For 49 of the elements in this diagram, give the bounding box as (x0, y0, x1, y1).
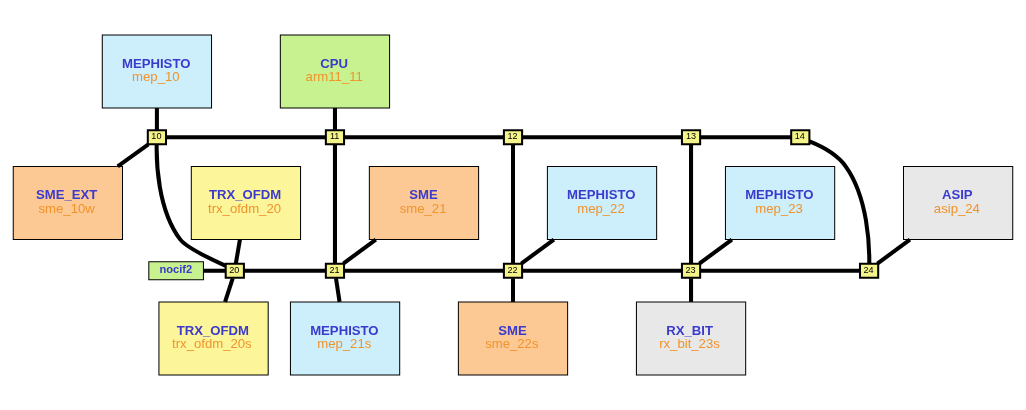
connector (166, 135, 326, 140)
connector (522, 135, 682, 140)
connector (510, 278, 516, 302)
connector (332, 144, 337, 264)
node-box: 11 (324, 129, 346, 146)
connector (510, 144, 516, 264)
connector (332, 108, 337, 130)
node-box: MEPHISTO mep_23 (724, 166, 836, 240)
connector (223, 277, 235, 303)
node-box: 14 (790, 129, 811, 146)
node-box: SME sme_22s (457, 301, 569, 376)
connector (154, 144, 227, 268)
node-box: MEPHISTO mep_10 (101, 34, 213, 109)
node-box: 10 (146, 129, 167, 146)
connector (342, 237, 377, 266)
node-box: MEPHISTO mep_21s (289, 301, 401, 376)
connector (522, 268, 682, 273)
connector (154, 108, 159, 130)
node-box: ASIP asip_24 (903, 166, 1014, 240)
node-box: SME_EXT sme_10w (12, 166, 123, 240)
connector (233, 239, 242, 264)
connector (344, 135, 504, 140)
connector (520, 237, 556, 266)
connector (333, 278, 342, 303)
connector (203, 268, 226, 273)
node-box: nocif2 (148, 261, 204, 281)
connector (700, 268, 860, 273)
node-box: 13 (680, 129, 702, 146)
node-box: 21 (324, 262, 346, 279)
node-box: 20 (224, 262, 245, 279)
node-box: CPU arm11_11 (279, 34, 391, 109)
node-box: 12 (502, 129, 524, 146)
connector (876, 237, 912, 266)
node-box: 23 (680, 262, 702, 279)
node-box: TRX_OFDM trx_ofdm_20 (190, 166, 302, 240)
connector (116, 142, 150, 168)
node-box: 22 (502, 262, 524, 279)
node-box: SME sme_21 (368, 166, 480, 240)
node-box: TRX_OFDM trx_ofdm_20s (158, 301, 269, 376)
connector (808, 139, 872, 264)
connector (244, 268, 326, 273)
node-box: MEPHISTO mep_22 (546, 166, 658, 240)
connector (689, 144, 694, 264)
connector (689, 278, 694, 302)
connector (698, 237, 734, 266)
connector (344, 268, 504, 273)
node-box: 24 (859, 262, 880, 279)
connector (700, 135, 791, 140)
node-box: RX_BIT rx_bit_23s (635, 301, 747, 376)
